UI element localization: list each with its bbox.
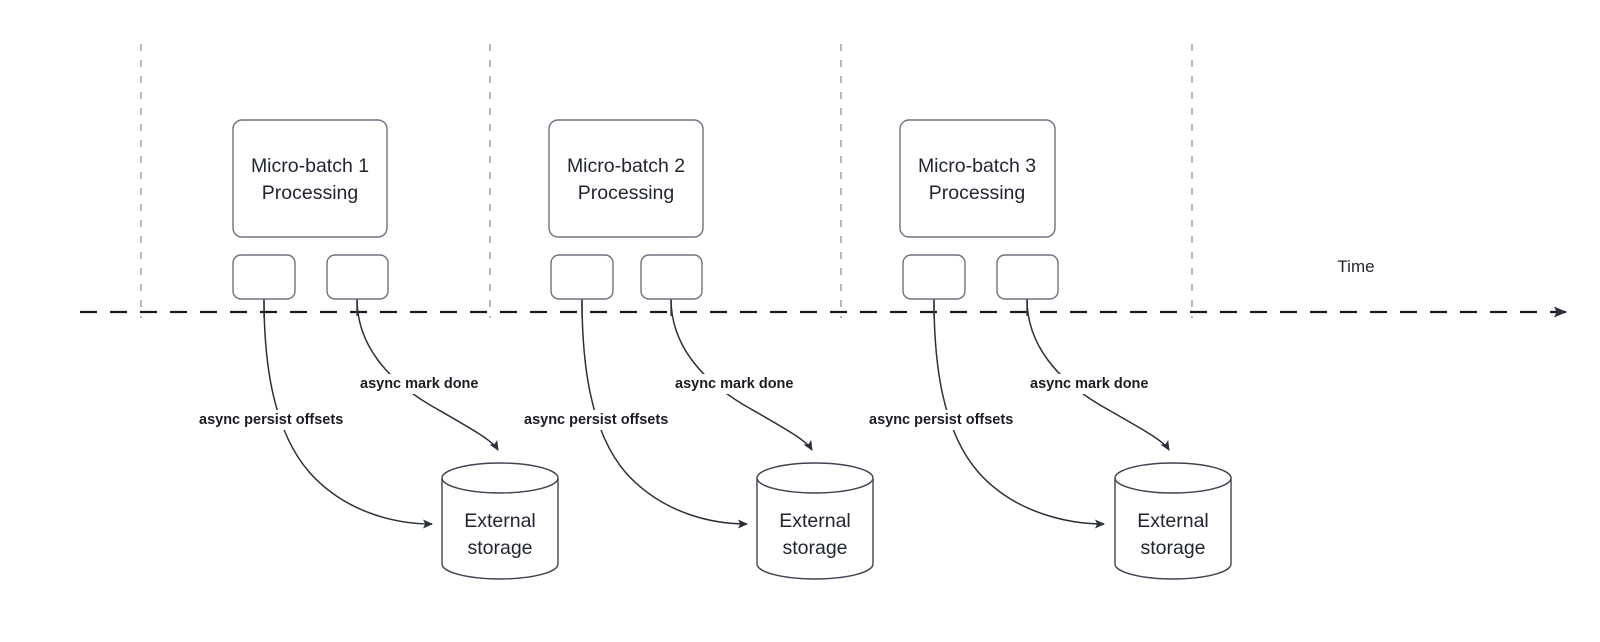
external-storage-2[interactable]: External storage	[756, 462, 874, 580]
task-box-1-persist[interactable]	[232, 254, 296, 300]
external-storage-3-label-1: External	[1137, 510, 1209, 532]
process-box-1-title: Micro-batch 1	[251, 155, 369, 177]
flow-persist-offsets-1	[263, 298, 433, 529]
edge-label-plate-2-persist	[519, 410, 703, 430]
task-box-1-mark[interactable]	[326, 254, 389, 300]
edge-label-persist-offsets-3: async persist offsets	[869, 412, 1013, 428]
task-box-3-mark[interactable]	[996, 254, 1059, 300]
boundary-guides	[140, 44, 1193, 318]
external-storage-1[interactable]: External storage	[441, 462, 559, 580]
edge-label-plate-3-persist	[864, 410, 1048, 430]
external-storage-2-label-2: storage	[782, 537, 847, 559]
group-micro-batch-1: Micro-batch 1 Processing External storag…	[194, 119, 559, 580]
process-box-1-rect	[232, 119, 388, 238]
process-box-2-rect	[548, 119, 704, 238]
external-storage-2-body	[756, 478, 874, 580]
time-axis: Time	[80, 257, 1567, 318]
edge-label-persist-offsets-1: async persist offsets	[199, 412, 343, 428]
process-box-3-rect	[899, 119, 1056, 238]
process-box-2-title: Micro-batch 2	[567, 155, 685, 177]
edge-label-mark-done-2: async mark done	[675, 376, 793, 392]
task-box-2-mark[interactable]	[640, 254, 703, 300]
process-box-1[interactable]: Micro-batch 1 Processing	[232, 119, 388, 238]
task-box-3-persist[interactable]	[902, 254, 966, 300]
flow-persist-offsets-3	[933, 298, 1105, 529]
external-storage-1-body	[441, 478, 559, 580]
task-box-2-persist[interactable]	[550, 254, 614, 300]
external-storage-2-label-1: External	[779, 510, 851, 532]
external-storage-3-label-2: storage	[1140, 537, 1205, 559]
external-storage-2-top	[756, 462, 874, 494]
process-box-2-subtitle: Processing	[578, 182, 674, 204]
group-micro-batch-3: Micro-batch 3 Processing External storag…	[864, 119, 1232, 580]
external-storage-3[interactable]: External storage	[1114, 462, 1232, 580]
process-box-1-subtitle: Processing	[262, 182, 358, 204]
flow-mark-done-2	[670, 298, 813, 451]
process-box-3[interactable]: Micro-batch 3 Processing	[899, 119, 1056, 238]
flow-persist-offsets-2	[581, 298, 748, 529]
flow-mark-done-3	[1026, 298, 1170, 451]
edge-label-mark-done-1: async mark done	[360, 376, 478, 392]
edge-label-mark-done-3: async mark done	[1030, 376, 1148, 392]
group-micro-batch-2: Micro-batch 2 Processing External storag…	[519, 119, 874, 580]
edge-label-plate-1-mark	[356, 374, 502, 394]
external-storage-1-label-1: External	[464, 510, 536, 532]
process-box-3-subtitle: Processing	[929, 182, 1025, 204]
external-storage-1-label-2: storage	[467, 537, 532, 559]
process-box-3-title: Micro-batch 3	[918, 155, 1036, 177]
external-storage-1-top	[441, 462, 559, 494]
edge-label-plate-2-mark	[671, 374, 817, 394]
time-axis-label: Time	[1337, 257, 1374, 276]
edge-label-plate-1-persist	[194, 410, 378, 430]
external-storage-3-body	[1114, 478, 1232, 580]
external-storage-3-top	[1114, 462, 1232, 494]
process-box-2[interactable]: Micro-batch 2 Processing	[548, 119, 704, 238]
edge-label-persist-offsets-2: async persist offsets	[524, 412, 668, 428]
flow-mark-done-1	[356, 298, 499, 451]
edge-label-plate-3-mark	[1026, 374, 1172, 394]
